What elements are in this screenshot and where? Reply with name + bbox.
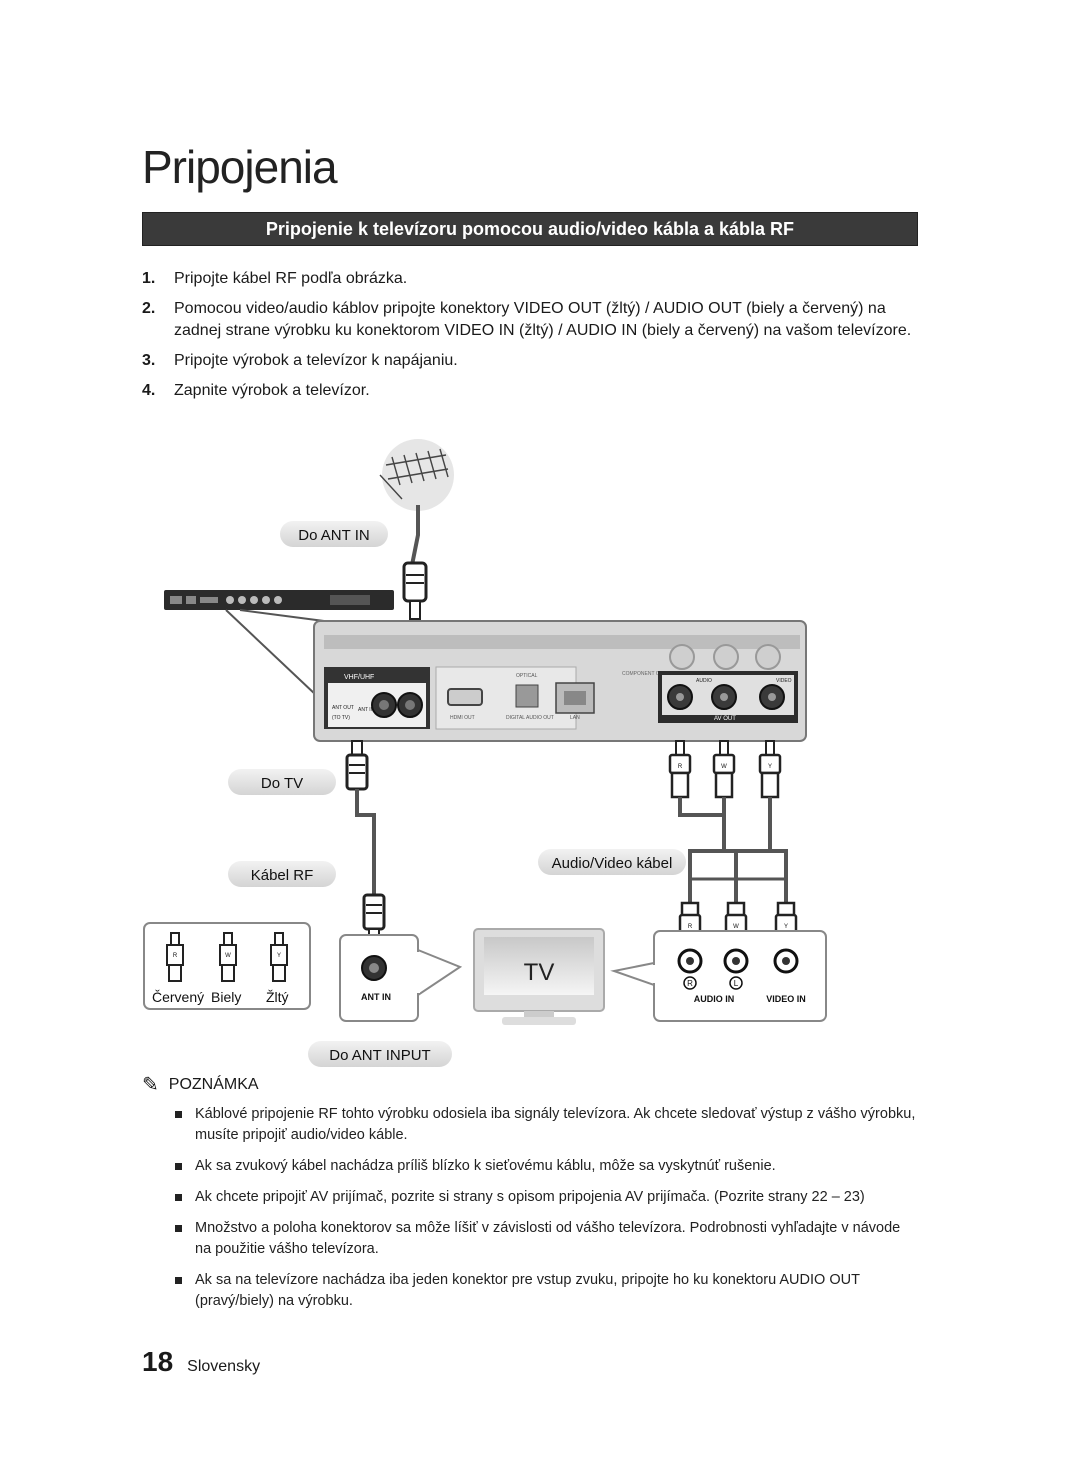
plug-w-label: W [721,764,727,770]
legend-red-label: Červený [152,989,204,1005]
hdmi-out-label: HDMI OUT [450,715,475,721]
step-number: 3. [142,352,156,369]
step-text: Pripojte kábel RF podľa obrázka. [174,270,408,287]
legend-y-label: Y [277,953,281,959]
steps-list: 1. Pripojte kábel RF podľa obrázka. 2. P… [142,268,922,410]
plug-r-label: R [678,764,683,770]
step-number: 1. [142,270,156,287]
label-to-tv: Do TV [228,769,336,795]
note-heading: POZNÁMKA [168,1076,259,1093]
video-label: VIDEO [776,678,792,684]
note-text: Ak sa na televízore nachádza iba jeden k… [195,1272,780,1288]
label-to-tv-text: Do TV [261,775,303,792]
note-item: Ak sa na televízore nachádza iba jeden k… [175,1270,917,1312]
step-keyword: VIDEO OUT (žltý) / AUDIO OUT (biely a če… [513,300,864,317]
player-device-icon [164,590,394,610]
section-header-bar: Pripojenie k televízoru pomocou audio/vi… [142,212,918,246]
page-number: 18 [142,1346,174,1377]
plug-r-label: R [688,924,693,930]
back-panel: VHF/UHF ANT OUT (TO TV) ANT IN OPTICAL H… [313,620,807,742]
step-text: Pripojte výrobok a televízor k napájaniu… [174,352,458,369]
step-item: 3. Pripojte výrobok a televízor k napája… [142,350,922,372]
note-text: (pravý/biely) na výrobku. [195,1293,353,1309]
digital-audio-out-label: DIGITAL AUDIO OUT [506,715,554,721]
plug-color-legend: R W Y Červený Biely Žltý [143,922,311,1010]
rf-plug-icon [402,561,428,620]
page-title: Pripojenia [142,141,338,193]
note-header: ✎ POZNÁMKA [142,1075,259,1095]
label-av-cable: Audio/Video kábel [538,849,686,875]
rf-plug-icon [345,740,369,791]
legend-w-label: W [225,953,231,959]
vhf-uhf-label: VHF/UHF [344,674,374,681]
step-text: Zapnite výrobok a televízor. [174,382,370,399]
plug-y-label: Y [784,924,788,930]
hdmi-port-icon [447,688,483,706]
page-footer: 18 Slovensky [142,1346,260,1378]
optical-port-icon [515,684,539,708]
note-item: Ak chcete pripojiť AV prijímač, pozrite … [175,1187,917,1208]
tv-ant-in-panel: ANT IN [339,934,463,1022]
legend-yellow-label: Žltý [266,989,289,1005]
tv-ant-in-label: ANT IN [361,992,391,1002]
legend-white-label: Biely [211,989,241,1005]
note-item: Ak sa zvukový kábel nachádza príliš blíz… [175,1156,917,1177]
audio-label: AUDIO [696,678,712,684]
step-number: 4. [142,382,156,399]
tv-audio-in-label: AUDIO IN [694,994,735,1004]
connection-diagram: Do ANT IN VHF/UHF ANT OUT (TO TV) ANT IN… [143,439,827,1067]
step-text: na vašom televízore. [759,322,912,339]
notes-list: Káblové pripojenie RF tohto výrobku odos… [175,1104,917,1322]
pencil-icon: ✎ [142,1074,159,1096]
step-item: 1. Pripojte kábel RF podľa obrázka. [142,268,922,290]
section-title: Pripojenie k televízoru pomocou audio/vi… [265,218,795,239]
tv-l-mark: L [734,979,739,988]
label-av-cable-text: Audio/Video kábel [552,855,673,872]
label-to-ant-input-text: Do ANT INPUT [329,1047,430,1064]
plug-w-label: W [733,924,739,930]
step-item: 4. Zapnite výrobok a televízor. [142,380,922,402]
label-to-ant-in-text: Do ANT IN [298,527,369,544]
label-rf-cable: Kábel RF [228,861,336,887]
step-text: Pomocou video/audio káblov pripojte kone… [174,300,514,317]
step-item: 2. Pomocou video/audio káblov pripojte k… [142,298,922,342]
tv-icon: TV [473,928,605,1025]
antenna-icon [379,439,454,511]
ant-out-label: ANT OUT [332,705,354,711]
tv-screen-text: TV [524,959,555,986]
plug-y-label: Y [768,764,772,770]
ant-in-small-label: ANT IN [358,707,375,713]
component-out-label: COMPONENT OUT [622,671,666,677]
tv-video-in-label: VIDEO IN [766,994,806,1004]
optical-label: OPTICAL [516,673,538,679]
note-item: Množstvo a poloha konektorov sa môže líš… [175,1218,917,1260]
av-out-label: AV OUT [714,716,736,722]
tv-av-in-panel: R L AUDIO IN VIDEO IN [610,930,827,1022]
note-item: Káblové pripojenie RF tohto výrobku odos… [175,1104,917,1146]
tv-r-mark: R [687,979,693,988]
label-to-ant-in: Do ANT IN [280,521,388,547]
label-rf-cable-text: Kábel RF [251,867,314,884]
av-cable-plugs-top: R W Y [668,740,782,799]
step-keyword: VIDEO IN (žltý) / AUDIO IN (biely a červ… [444,322,760,339]
to-tv-label: (TO TV) [332,715,350,721]
label-to-ant-input: Do ANT INPUT [308,1041,452,1067]
lan-port-icon [555,682,595,714]
legend-r-label: R [173,953,178,959]
lan-label: LAN [570,715,580,721]
step-number: 2. [142,300,156,317]
language-label: Slovensky [187,1358,261,1375]
step-text: na zadnej strane výrobku ku konektorom [174,300,886,339]
note-keyword: AUDIO OUT [779,1272,860,1288]
